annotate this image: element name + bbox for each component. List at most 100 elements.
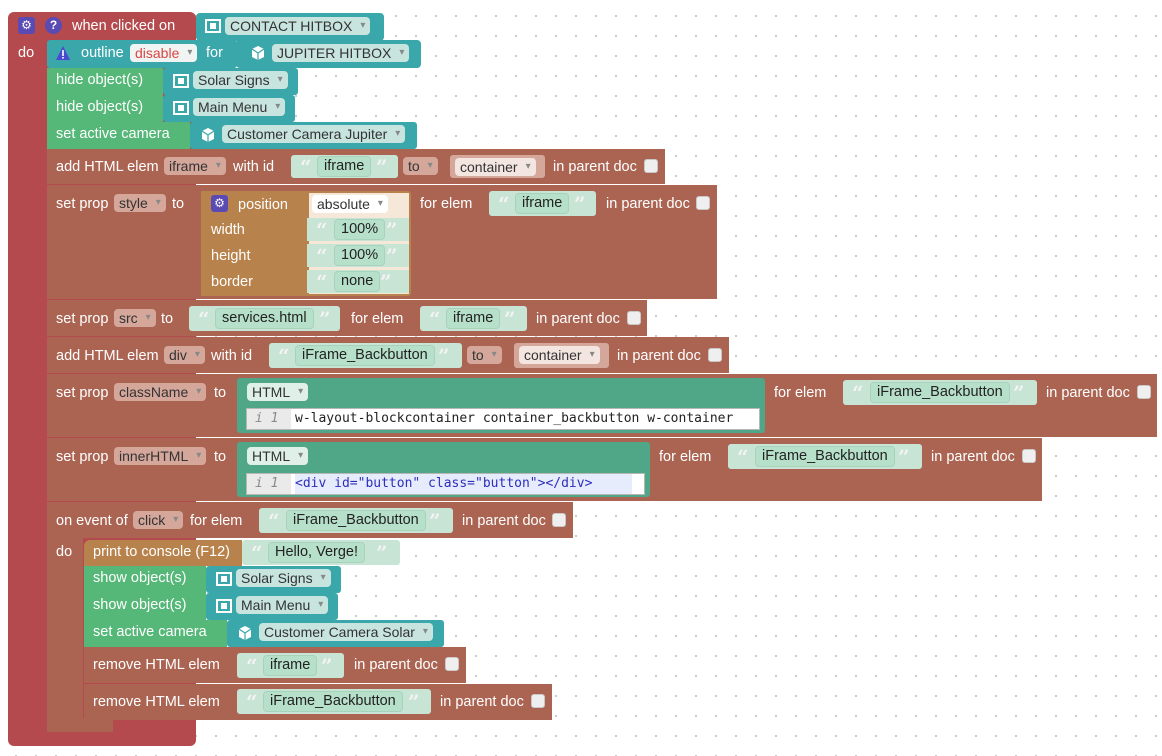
gear-icon[interactable]: ⚙ [18, 17, 35, 34]
object-icon [216, 572, 232, 586]
outline-target-dropdown[interactable]: JUPITER HITBOX [272, 44, 410, 62]
to-label-4: to [214, 449, 227, 465]
cube-icon [238, 626, 252, 640]
for-elem-label-2: for elem [351, 311, 404, 327]
in-parent-doc-checkbox-9[interactable] [531, 694, 545, 708]
in-parent-doc-checkbox-6[interactable] [1022, 449, 1036, 463]
show-target-dropdown-1[interactable]: Solar Signs [236, 569, 331, 587]
prop-dropdown-classname[interactable]: className [114, 383, 207, 401]
outline-mode-dropdown[interactable]: disable [130, 44, 198, 62]
prop-dropdown-src[interactable]: src [114, 309, 156, 327]
code-lang-dropdown-1[interactable]: HTML [247, 383, 309, 401]
to-label-2: to [161, 311, 174, 327]
hide-target-dropdown-2[interactable]: Main Menu [193, 98, 286, 116]
elem-string-value-3[interactable]: iFrame_Backbutton [870, 382, 1010, 403]
event-type-dropdown[interactable]: click [133, 511, 184, 529]
show-objects-block-1[interactable] [84, 566, 206, 593]
on-event-label: on event of [56, 513, 128, 529]
with-id-label-1: with id [233, 159, 275, 175]
event-block-footer [8, 734, 196, 746]
src-string-value[interactable]: services.html [215, 308, 314, 329]
quote-open-icon: “ [278, 344, 290, 368]
in-parent-doc-checkbox-8[interactable] [445, 657, 459, 671]
parent-dropdown-2[interactable]: container [519, 346, 600, 364]
to-dropdown-1[interactable]: to [403, 157, 438, 175]
code-lang-dropdown-2[interactable]: HTML [247, 447, 309, 465]
in-parent-doc-checkbox-3[interactable] [627, 311, 641, 325]
quote-open-icon: “ [251, 541, 263, 565]
elem-type-dropdown-2[interactable]: div [164, 346, 205, 364]
style-value-border[interactable]: none [334, 271, 381, 292]
event-target-dropdown[interactable]: CONTACT HITBOX [225, 17, 371, 35]
warning-icon [56, 46, 70, 60]
cube-icon [201, 128, 215, 142]
to-label-3: to [214, 385, 227, 401]
in-parent-doc-checkbox-5[interactable] [1137, 385, 1151, 399]
object-icon [173, 101, 189, 115]
set-camera-block-1[interactable] [47, 122, 190, 149]
line-number-1: 1 [270, 411, 279, 426]
camera-target-dropdown-1[interactable]: Customer Camera Jupiter [222, 125, 406, 143]
object-icon [205, 19, 221, 33]
code-line-1[interactable]: w-layout-blockcontainer container_backbu… [295, 411, 734, 426]
camera-target-dropdown-2[interactable]: Customer Camera Solar [259, 623, 433, 641]
on-event-block-footer [47, 718, 113, 732]
elem-string-value-1[interactable]: iframe [515, 193, 570, 214]
outline-label: outline [81, 45, 124, 61]
elem-string-value-5[interactable]: iFrame_Backbutton [286, 510, 426, 531]
quote-close-icon: ” [1013, 381, 1025, 405]
elem-string-value-4[interactable]: iFrame_Backbutton [755, 446, 895, 467]
help-icon[interactable]: ? [45, 17, 62, 34]
set-prop-label-2: set prop [56, 311, 109, 327]
set-camera-block-2[interactable] [84, 620, 227, 647]
prop-dropdown-innerhtml[interactable]: innerHTML [114, 447, 207, 465]
code-editor-1[interactable]: i 1 w-layout-blockcontainer container_ba… [246, 408, 760, 430]
outline-for-label: for [206, 45, 223, 61]
remove-string-value-2[interactable]: iFrame_Backbutton [263, 691, 403, 712]
set-prop-label-4: set prop [56, 449, 109, 465]
quote-open-icon: “ [852, 381, 864, 405]
hide-objects-block-1[interactable] [47, 68, 163, 95]
style-value-height[interactable]: 100% [334, 245, 386, 266]
in-parent-doc-checkbox-2[interactable] [696, 196, 710, 210]
print-console-block[interactable] [84, 540, 242, 566]
to-label-1: to [172, 196, 185, 212]
remove-string-value-1[interactable]: iframe [263, 655, 318, 676]
remove-html-elem-label-2: remove HTML elem [93, 694, 220, 710]
in-parent-doc-label-4: in parent doc [617, 348, 701, 364]
line-info-icon: i [255, 411, 271, 426]
quote-close-icon: ” [898, 445, 910, 469]
hide-target-dropdown-1[interactable]: Solar Signs [193, 71, 288, 89]
prop-dropdown-style[interactable]: style [114, 194, 166, 212]
id-string-value-2[interactable]: iFrame_Backbutton [295, 345, 435, 366]
code-gutter-1: i 1 [247, 409, 291, 429]
style-value-position[interactable]: absolute [312, 195, 388, 213]
line-info-icon: i [255, 476, 271, 491]
elem-string-value-2[interactable]: iframe [446, 308, 501, 329]
gear-icon[interactable]: ⚙ [211, 195, 228, 212]
id-string-value-1[interactable]: iframe [317, 156, 372, 177]
in-parent-doc-checkbox-4[interactable] [708, 348, 722, 362]
in-parent-doc-label-3: in parent doc [536, 311, 620, 327]
print-string-value[interactable]: Hello, Verge! [268, 542, 366, 563]
in-parent-doc-checkbox-7[interactable] [552, 513, 566, 527]
hide-objects-label-1: hide object(s) [56, 72, 144, 88]
code-editor-2[interactable]: i 1 <div id="button" class="button"></di… [246, 473, 645, 495]
on-event-do-label: do [56, 544, 73, 560]
show-objects-block-2[interactable] [84, 593, 206, 620]
in-parent-doc-label-8: in parent doc [354, 657, 438, 673]
show-target-dropdown-2[interactable]: Main Menu [236, 596, 329, 614]
in-parent-doc-label-9: in parent doc [440, 694, 524, 710]
print-console-label: print to console (F12) [93, 544, 231, 560]
quote-close-icon: ” [386, 218, 398, 242]
to-dropdown-2[interactable]: to [467, 346, 502, 364]
parent-dropdown-1[interactable]: container [455, 158, 536, 176]
hide-objects-block-2[interactable] [47, 95, 163, 122]
style-value-width[interactable]: 100% [334, 219, 386, 240]
set-camera-label-2: set active camera [93, 624, 207, 640]
in-parent-doc-checkbox-1[interactable] [644, 159, 658, 173]
elem-type-dropdown-1[interactable]: iframe [164, 157, 226, 175]
quote-close-icon: ” [408, 690, 420, 714]
code-line-2[interactable]: <div id="button" class="button"></div> [295, 474, 633, 494]
quote-close-icon: ” [376, 155, 388, 179]
